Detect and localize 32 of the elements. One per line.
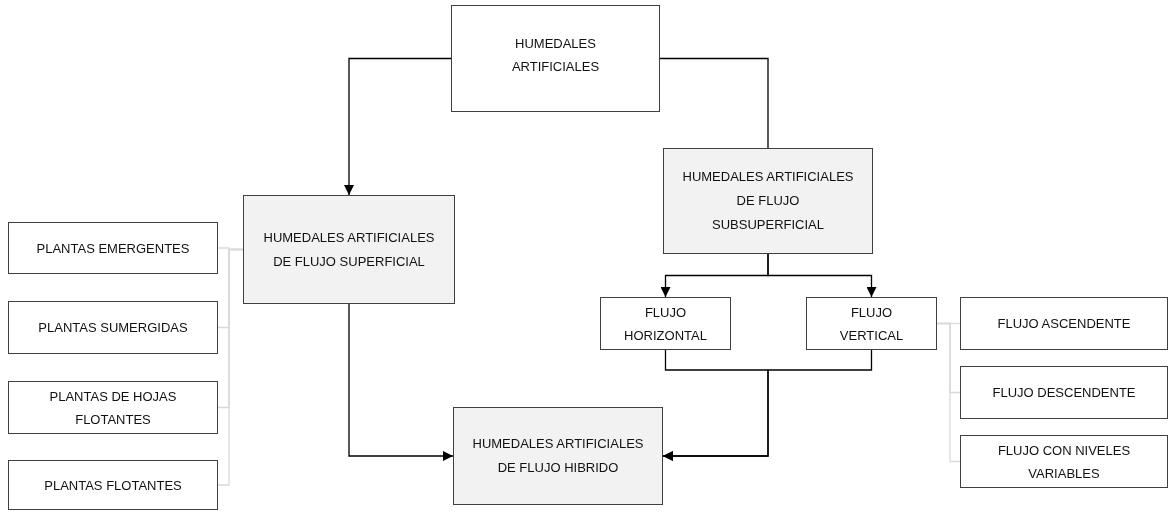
box-label: FLUJO ASCENDENTE	[997, 315, 1131, 333]
connector-line	[936, 322, 961, 463]
subtype-box	[8, 222, 218, 274]
box-label: PLANTAS EMERGENTES	[36, 239, 190, 258]
box-label: HUMEDALES ARTIFICIALES DE FLUJO SUBSUPERFICIAL	[681, 168, 855, 234]
box-label: FLUJO VERTICAL	[838, 303, 905, 345]
box-label: PLANTAS SUMERGIDAS	[38, 319, 188, 337]
category-box	[243, 195, 455, 304]
box-label: FLUJO HORIZONTAL	[623, 303, 708, 345]
box-label: HUMEDALES ARTIFICIALES DE FLUJO SUPERFICIAL	[262, 228, 436, 271]
subtype-box	[8, 381, 218, 434]
category-box	[453, 407, 663, 505]
subtype-box	[8, 460, 218, 510]
subtype-box	[960, 435, 1168, 488]
arrow	[767, 253, 877, 298]
connector-line	[659, 57, 769, 149]
subtype-box	[960, 366, 1168, 419]
box-label: HUMEDALES ARTIFICIALES	[510, 35, 601, 76]
arrow	[344, 57, 452, 196]
subtype-box	[8, 301, 218, 354]
box-label: FLUJO DESCENDENTE	[992, 384, 1136, 402]
subtype-box	[806, 297, 937, 350]
box-label: HUMEDALES ARTIFICIALES DE FLUJO HIBRIDO	[471, 435, 645, 477]
arrow	[662, 349, 873, 461]
subtype-box	[600, 297, 731, 350]
top-box	[451, 5, 660, 112]
subtype-box	[960, 297, 1168, 350]
box-label: PLANTAS FLOTANTES	[44, 476, 182, 495]
box-label: PLANTAS DE HOJAS FLOTANTES	[48, 387, 178, 429]
box-label: FLUJO CON NIVELES VARIABLES	[996, 441, 1132, 483]
category-box	[663, 148, 873, 254]
arrow	[348, 303, 454, 461]
